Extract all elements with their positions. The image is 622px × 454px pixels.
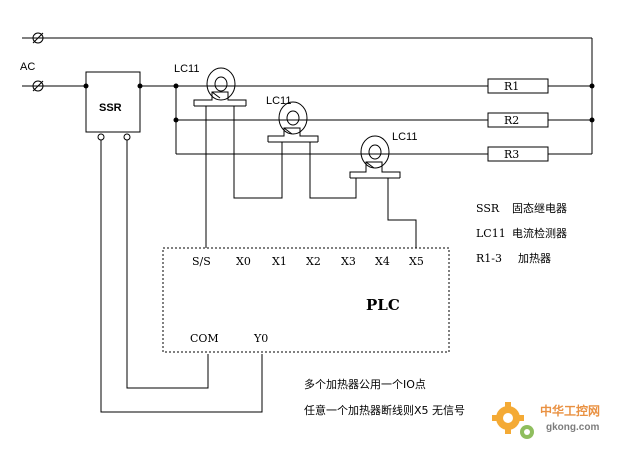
plc-input-x0: X0 (236, 255, 251, 268)
plc-block: S/S X0 X1 X2 X3 X4 X5 PLC COM Y0 (162, 247, 450, 353)
legend-code-r: R1-3 (476, 252, 502, 265)
watermark-name: 中华工控网 (540, 403, 600, 418)
legend-code-ssr: SSR (476, 202, 500, 215)
legend: SSR 固态继电器 LC11 电流检测器 R1-3 加热器 (476, 202, 567, 265)
plc-input-x3: X3 (341, 255, 356, 268)
current-sensor-3: LC11 (176, 131, 417, 179)
plc-input-x1: X1 (272, 255, 287, 268)
heater-r3-label: R3 (504, 148, 519, 161)
gear-small-icon (520, 425, 534, 439)
sensor-3-label: LC11 (392, 131, 417, 143)
plc-input-x2: X2 (306, 255, 321, 268)
wire-ssr-y0 (100, 140, 263, 413)
gear-icon (492, 402, 524, 434)
terminal-l1 (32, 32, 44, 44)
note-2: 任意一个加热器断线则X5 无信号 (304, 403, 465, 417)
wire-ssr-com (126, 140, 209, 389)
heater-r2: R2 (487, 112, 549, 128)
current-sensor-1: LC11 (174, 63, 247, 107)
plc-title: PLC (366, 296, 400, 314)
watermark: 中华工控网 gkong.com (492, 402, 600, 439)
terminal-l2 (32, 80, 44, 92)
heater-r2-label: R2 (504, 114, 519, 127)
plc-output-com: COM (190, 332, 219, 345)
legend-desc-r: 加热器 (518, 252, 551, 265)
sensor-contact-wiring (205, 106, 417, 248)
plc-input-x4: X4 (375, 255, 390, 268)
sensor-1-label: LC11 (174, 63, 199, 75)
ac-label: AC (20, 61, 35, 73)
heater-branches (173, 83, 595, 155)
legend-code-lc11: LC11 (476, 227, 506, 240)
sensor-2-label: LC11 (266, 95, 291, 107)
plc-output-y0: Y0 (253, 332, 268, 345)
ssr-block: SSR (83, 71, 143, 141)
heater-r1-label: R1 (504, 80, 519, 93)
current-sensor-2: LC11 (176, 95, 319, 143)
legend-desc-lc11: 电流检测器 (512, 226, 567, 240)
ssr-label: SSR (99, 102, 122, 114)
note-1: 多个加热器公用一个IO点 (304, 377, 426, 391)
heater-r1: R1 (487, 78, 549, 94)
notes: 多个加热器公用一个IO点 任意一个加热器断线则X5 无信号 (304, 377, 465, 417)
legend-desc-ssr: 固态继电器 (512, 202, 567, 215)
watermark-url: gkong.com (546, 422, 599, 433)
plc-input-ss: S/S (192, 255, 211, 268)
heater-r3: R3 (487, 146, 549, 162)
plc-input-x5: X5 (409, 255, 424, 268)
